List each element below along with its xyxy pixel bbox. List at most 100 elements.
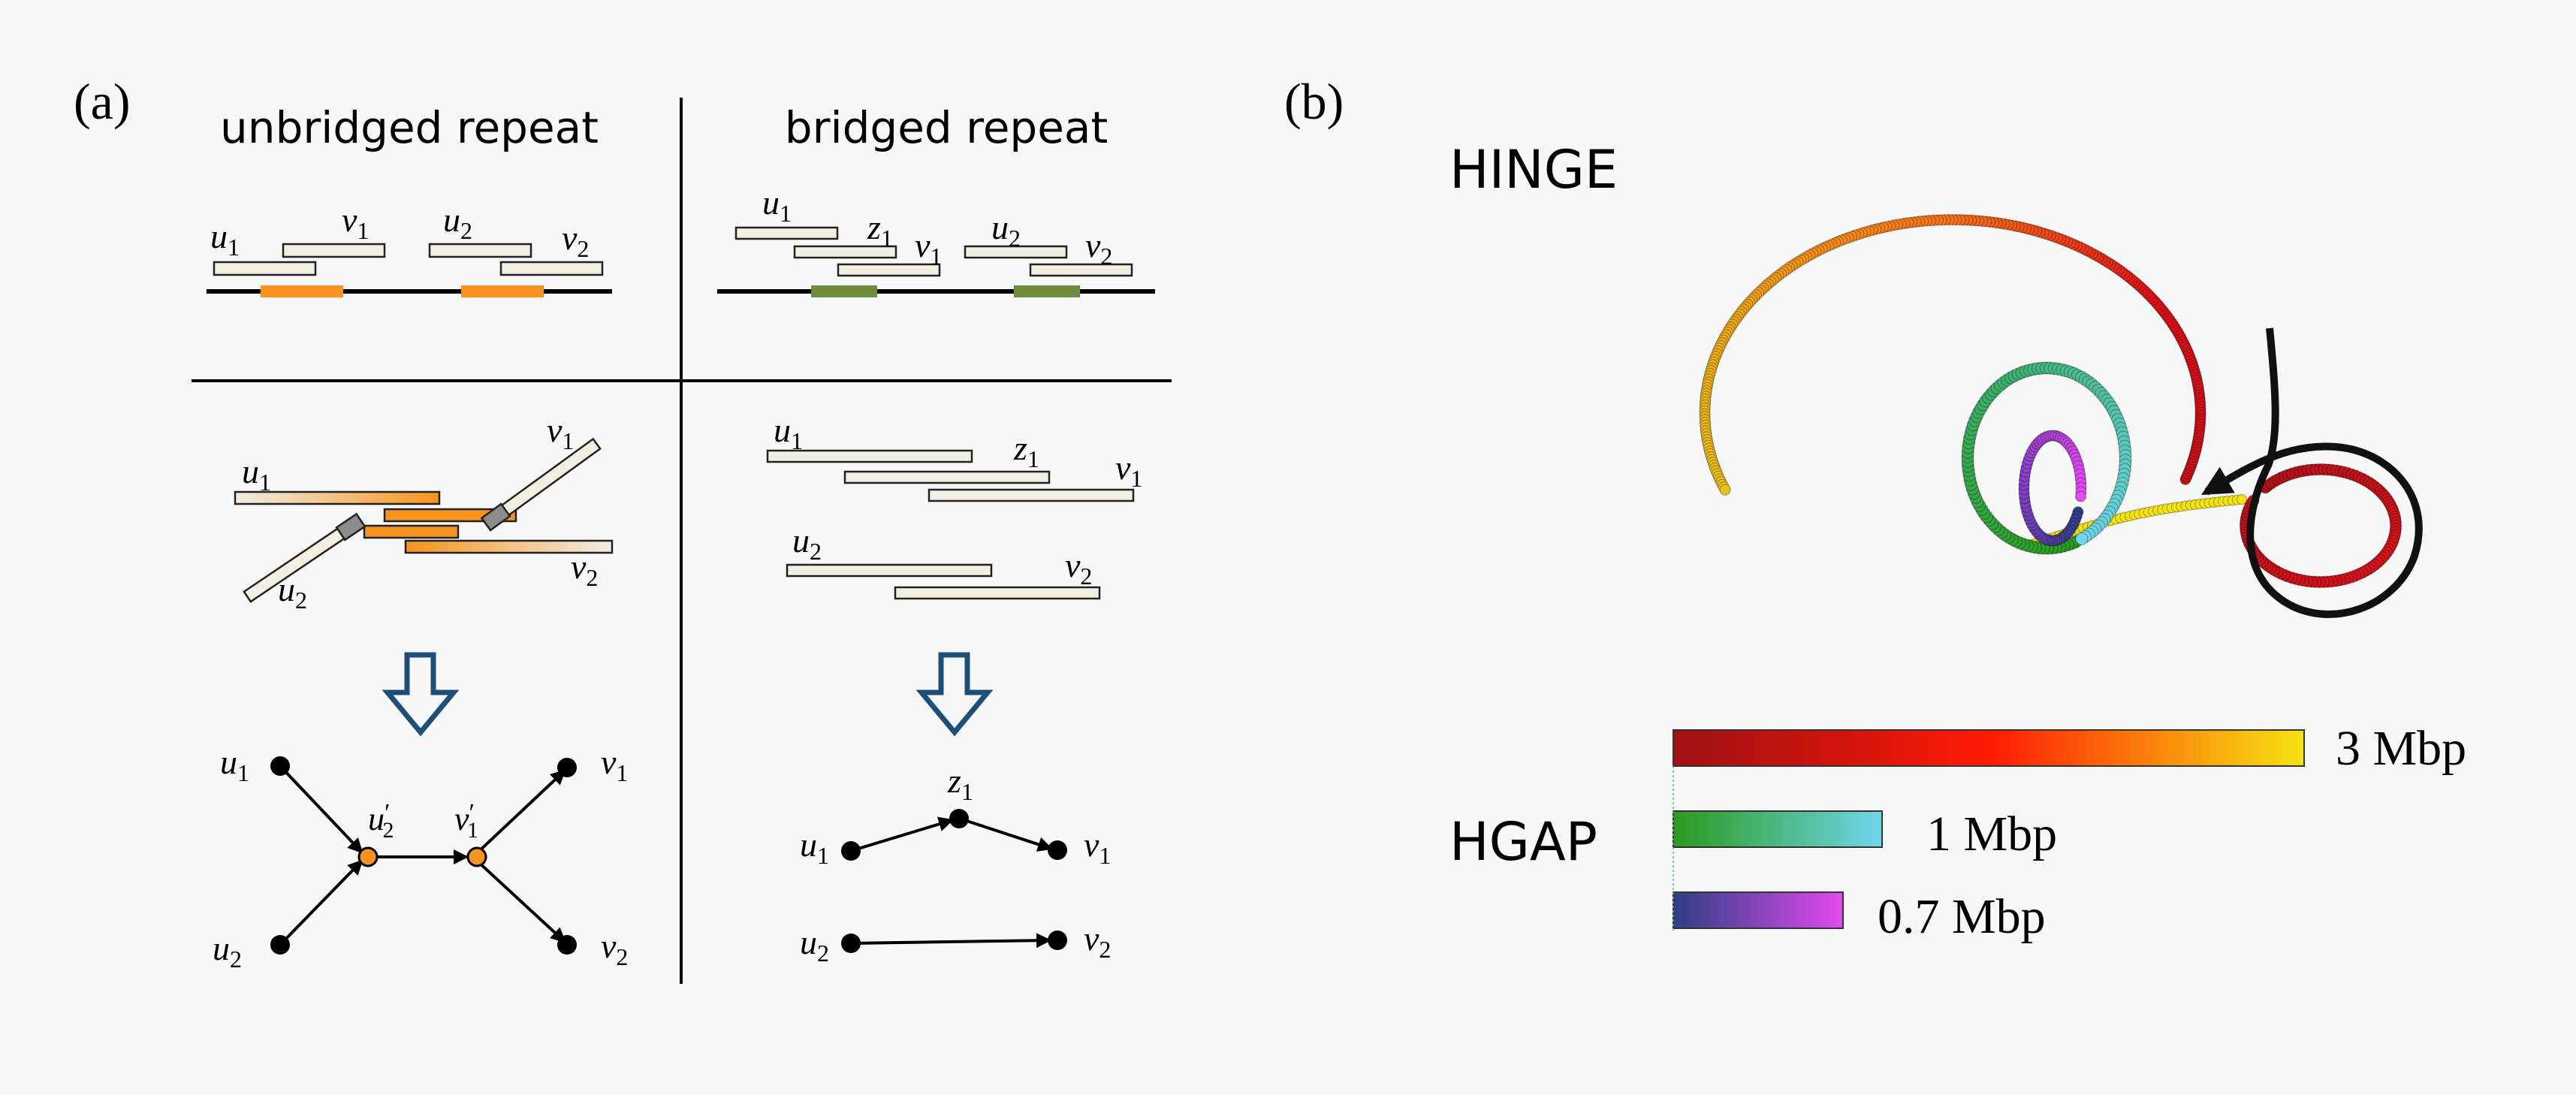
label-z1-sub: 1 — [881, 225, 893, 252]
svg-text:v1: v1 — [342, 201, 369, 244]
label-v2-sub: 2 — [616, 943, 628, 970]
node-v1 — [557, 758, 577, 777]
node-v2 — [1048, 931, 1067, 950]
read-u2 — [243, 512, 366, 603]
hgap-label: HGAP — [1449, 811, 1597, 873]
scale-bar-0-7mbp: 0.7 Mbp — [1673, 889, 2046, 944]
label-v2: v — [1084, 919, 1099, 958]
col-title-bridged: bridged repeat — [785, 102, 1108, 153]
read-u2 — [964, 245, 1068, 259]
node-z1 — [949, 809, 969, 828]
label-u2-sub: 2 — [460, 217, 472, 244]
label-u2-sub: 2 — [230, 946, 242, 973]
node-u2 — [270, 935, 290, 955]
svg-text:u2: u2 — [792, 521, 822, 565]
node-u2 — [841, 934, 861, 953]
label-v1-sub: 1 — [1099, 842, 1111, 869]
label-v2: v — [601, 927, 617, 965]
panel-a: (a) unbridged repeat bridged repeat u1 v… — [74, 73, 1172, 984]
node-u1 — [270, 756, 290, 776]
read-v2 — [404, 539, 614, 554]
read-v1 — [480, 437, 602, 532]
read-u2 — [428, 243, 532, 258]
scale-bar-1mbp: 1 Mbp — [1673, 807, 2057, 861]
svg-text:v1: v1 — [915, 226, 942, 270]
label-v1: v — [915, 226, 931, 264]
label-v1-sub: 1 — [357, 217, 369, 244]
node-v2 — [557, 935, 577, 955]
label-z1-sub: 1 — [1027, 445, 1039, 472]
label-v1-sub: 1 — [562, 427, 574, 454]
read-u1 — [766, 449, 973, 463]
svg-text:u1: u1 — [774, 411, 803, 454]
repeat-copy-2 — [1014, 285, 1080, 297]
label-u2: u — [800, 923, 817, 961]
annotation-loop — [2201, 327, 2423, 618]
svg-text:v2: v2 — [601, 927, 628, 970]
label-u2-sub: 2 — [1009, 225, 1021, 252]
svg-text:v2: v2 — [1065, 546, 1092, 590]
hgap-green-loop — [1961, 361, 2132, 555]
read-repeat-b — [363, 524, 460, 539]
label-u1: u — [242, 452, 259, 490]
label-u2-prime-sub: 2 — [382, 818, 394, 843]
label-v2-sub: 2 — [1100, 243, 1112, 270]
label-v1-prime: v — [454, 801, 469, 837]
read-u1 — [213, 261, 317, 276]
label-u1: u — [220, 743, 237, 781]
svg-text:z1: z1 — [1013, 429, 1039, 472]
read-u1 — [734, 226, 839, 240]
read-z1 — [843, 470, 1051, 484]
label-u2-sub: 2 — [810, 538, 822, 565]
scale-bar-3mbp: 3 Mbp — [1673, 721, 2466, 776]
svg-text:u1: u1 — [220, 743, 249, 786]
label-v2: v — [571, 548, 587, 586]
label-v1: v — [342, 201, 357, 239]
label-u1-sub: 1 — [791, 427, 803, 454]
label-z1: z — [947, 762, 961, 800]
label-u1: u — [774, 411, 791, 449]
node-u2-prime — [357, 846, 379, 867]
gradient-bar — [1673, 810, 1883, 848]
svg-text:z1: z1 — [947, 762, 973, 805]
read-v1 — [282, 243, 386, 258]
svg-text:v1: v1 — [547, 411, 574, 454]
read-u2 — [786, 563, 993, 578]
label-z1-sub: 1 — [961, 778, 973, 805]
strand-bead — [2237, 494, 2247, 505]
label-v2-sub: 2 — [586, 564, 598, 591]
label-u2-prime: u — [368, 801, 385, 837]
panel-b: (b) HINGE HGAP 3 Mbp 1 Mbp 0.7 Mbp — [1284, 73, 2466, 944]
label-u1: u — [800, 825, 817, 864]
label-u1-sub: 1 — [228, 234, 240, 261]
panel-a-label: (a) — [74, 73, 130, 130]
label-v2: v — [1085, 226, 1101, 264]
svg-text:v2: v2 — [1085, 226, 1112, 270]
svg-text:z1: z1 — [867, 208, 893, 252]
read-v1 — [837, 263, 941, 277]
panel-b-label: (b) — [1284, 73, 1344, 130]
label-v1-prime-mark: ′ — [469, 799, 475, 827]
label-u2-sub: 2 — [295, 587, 307, 614]
read-v2 — [1029, 263, 1133, 277]
read-v2 — [499, 261, 604, 276]
bridged-graph: u1 z1 v1 u2 v2 — [800, 762, 1111, 967]
node-v1-prime — [466, 846, 487, 867]
bar-label: 0.7 Mbp — [1878, 889, 2046, 944]
label-u2-prime-mark: ′ — [385, 799, 390, 827]
strand-bead — [2075, 532, 2089, 545]
down-arrow-left — [382, 652, 460, 737]
svg-text:u1: u1 — [210, 217, 240, 261]
svg-text:v2: v2 — [562, 219, 589, 262]
svg-text:v2: v2 — [1084, 919, 1111, 963]
label-u1-sub: 1 — [817, 842, 829, 869]
down-arrow-right — [915, 652, 994, 737]
bridged-genome: u1 z1 v1 u2 v2 — [717, 183, 1155, 297]
svg-text:u2: u2 — [800, 923, 829, 967]
label-v1: v — [601, 743, 617, 781]
hinge-main-loop — [1699, 214, 2206, 496]
label-v1: v — [1084, 825, 1099, 864]
hinge-small-loop — [2240, 463, 2402, 588]
unbridged-overlap: u1 v1 u2 v2 — [234, 411, 614, 614]
label-v1-sub: 1 — [930, 243, 942, 270]
